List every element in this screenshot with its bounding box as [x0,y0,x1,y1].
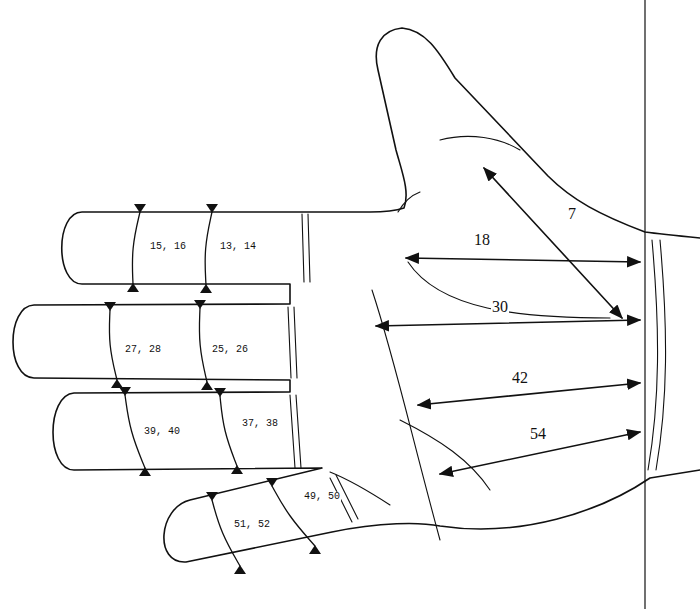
gauge-line [212,500,240,566]
finger-crease [290,395,301,468]
gauge-number: 15, 16 [149,242,187,253]
measure-number: 18 [473,232,491,249]
gauge-marker [206,492,218,501]
gauge-marker [201,381,213,390]
gauge-number: 13, 14 [219,242,257,253]
gauge-marker [200,284,212,293]
finger-crease [288,307,297,378]
gauge-marker [134,204,146,213]
gauge-marker [139,467,151,476]
gauge-marker [309,545,321,554]
palm-crease [408,262,610,318]
gauge-line [132,212,140,284]
gauge-number: 27, 28 [124,345,162,356]
gauge-line [199,308,207,382]
wrist-reference-line [644,0,645,609]
thumb-crease [440,136,520,150]
measure-arrow [484,168,622,318]
gauge-marker [206,204,218,213]
gauge-number: 39, 40 [143,427,181,438]
gauge-marker [214,388,226,397]
measure-arrow [406,258,640,262]
hand-outline [13,28,700,562]
gauge-line [109,310,117,380]
gauge-number: 49, 50 [303,492,341,503]
gauge-marker [266,478,278,487]
gauge-marker [111,379,123,388]
measure-arrow [418,383,640,405]
wrist-crease [648,240,666,470]
gauge-marker [104,302,116,311]
palm-crease [372,290,440,540]
measure-arrow [376,320,640,326]
measure-number: 42 [511,370,529,387]
gauge-number: 37, 38 [241,419,279,430]
gauge-marker [234,565,246,574]
gauge-marker [231,465,243,474]
gauge-marker [194,300,206,309]
gauge-number: 51, 52 [233,520,271,531]
gauge-marker [119,387,131,396]
gauge-number: 25, 26 [211,345,249,356]
measure-number: 30 [491,299,509,316]
palm-crease [400,420,490,490]
measure-number: 7 [567,206,577,223]
thumb-crease [398,192,420,212]
measure-number: 54 [529,426,547,443]
gauge-line [205,212,212,285]
finger-crease [302,214,310,282]
gauge-marker [127,283,139,292]
gauge-line [220,396,237,466]
